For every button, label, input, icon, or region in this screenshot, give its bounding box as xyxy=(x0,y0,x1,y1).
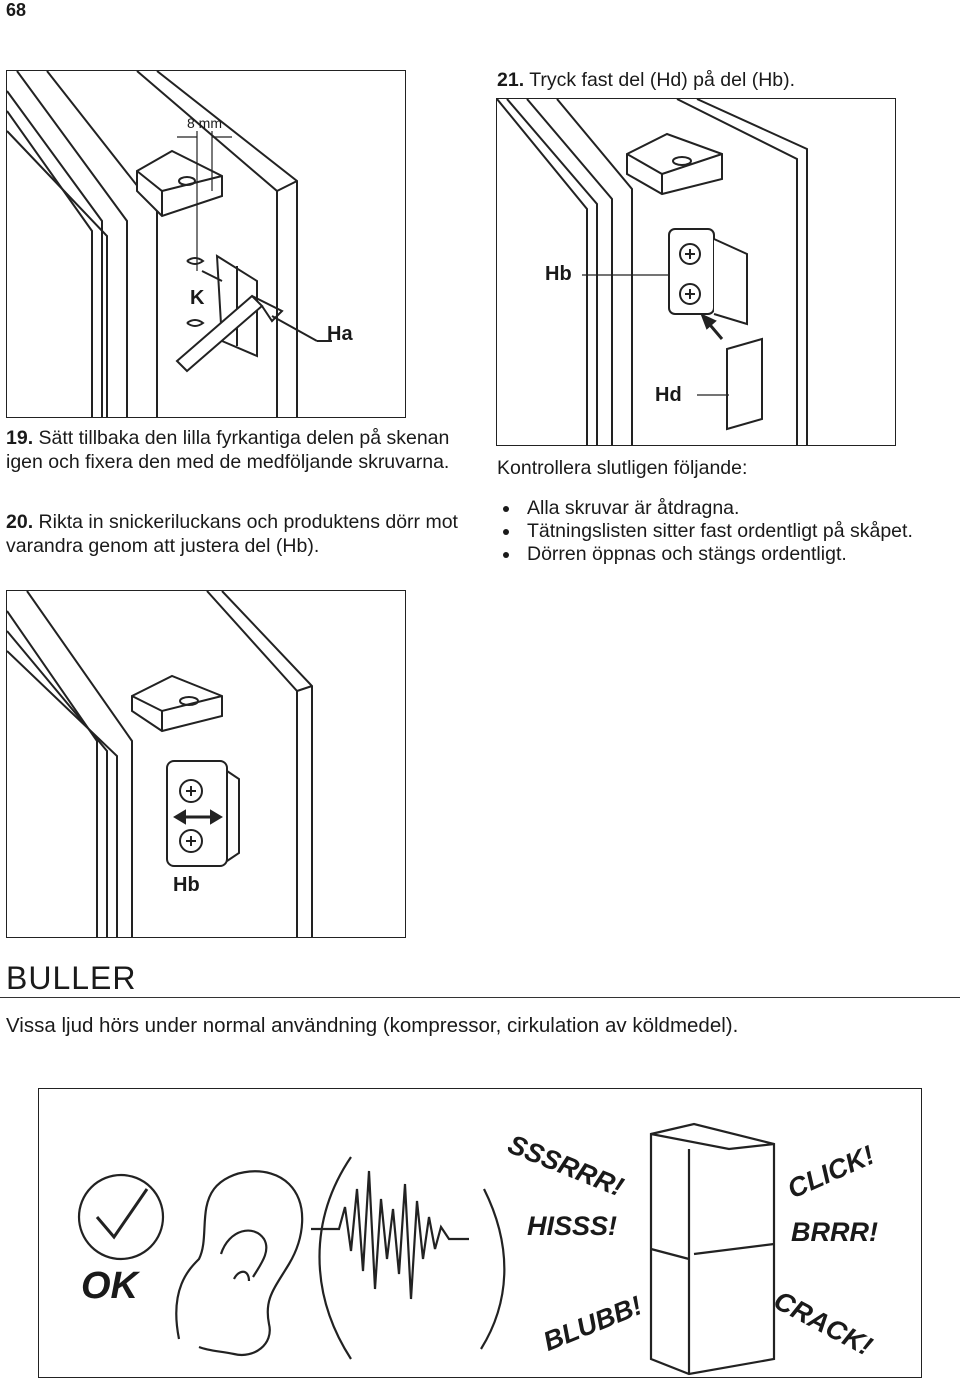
step-20-number: 20. xyxy=(6,511,34,533)
label-hb-adjust: Hb xyxy=(173,874,200,896)
noise-illustration xyxy=(77,1122,776,1376)
ok-label: OK xyxy=(81,1265,138,1307)
bracket-removal-illustration xyxy=(7,71,332,417)
sound-text-brrr: BRRR! xyxy=(791,1217,878,1247)
figure-press-hd-onto-hb: Hb Hd xyxy=(496,98,896,446)
step-21-text: Tryck fast del (Hd) på del (Hb). xyxy=(529,69,796,91)
step-20: 20. Rikta in snickeriluckans och produkt… xyxy=(6,510,462,558)
figure-adjust-hb: Hb xyxy=(6,590,406,938)
press-hd-illustration xyxy=(497,99,808,445)
check-item: Dörren öppnas och stängs ordentligt. xyxy=(497,543,937,566)
checkmark-icon xyxy=(77,1173,165,1261)
refrigerator-icon xyxy=(649,1122,776,1376)
label-k: K xyxy=(190,287,205,309)
figure-bracket-removal: 8 mm K Ha xyxy=(6,70,406,418)
section-title-noise: BULLER xyxy=(6,960,137,996)
dimension-label: 8 mm xyxy=(187,115,222,131)
check-item: Tätningslisten sitter fast ordentligt på… xyxy=(497,520,937,543)
step-20-text: Rikta in snickeriluckans och produktens … xyxy=(6,511,458,557)
adjust-hb-illustration xyxy=(7,591,313,937)
step-19-number: 19. xyxy=(6,427,34,449)
label-hb: Hb xyxy=(545,263,572,285)
sound-wave-icon xyxy=(311,1156,506,1360)
check-intro: Kontrollera slutligen följande: xyxy=(497,457,748,479)
step-21: 21. Tryck fast del (Hd) på del (Hb). xyxy=(497,68,947,92)
figure-noise-sounds: OK SSSRRR! HISSS! BLUBB! CLICK! BRRR! CR… xyxy=(38,1088,922,1378)
check-item: Alla skruvar är åtdragna. xyxy=(497,497,937,520)
label-hd: Hd xyxy=(655,384,682,406)
ear-icon xyxy=(175,1170,304,1357)
label-ha: Ha xyxy=(327,323,353,345)
section-divider xyxy=(0,997,960,998)
step-19-text: Sätt tillbaka den lilla fyrkantiga delen… xyxy=(6,427,450,473)
page-number: 68 xyxy=(6,0,27,20)
step-19: 19. Sätt tillbaka den lilla fyrkantiga d… xyxy=(6,426,456,474)
sound-text-hisss: HISSS! xyxy=(527,1211,618,1241)
check-list: Alla skruvar är åtdragna. Tätningslisten… xyxy=(497,497,937,566)
noise-description: Vissa ljud hörs under normal användning … xyxy=(6,1014,739,1037)
step-21-number: 21. xyxy=(497,69,525,91)
